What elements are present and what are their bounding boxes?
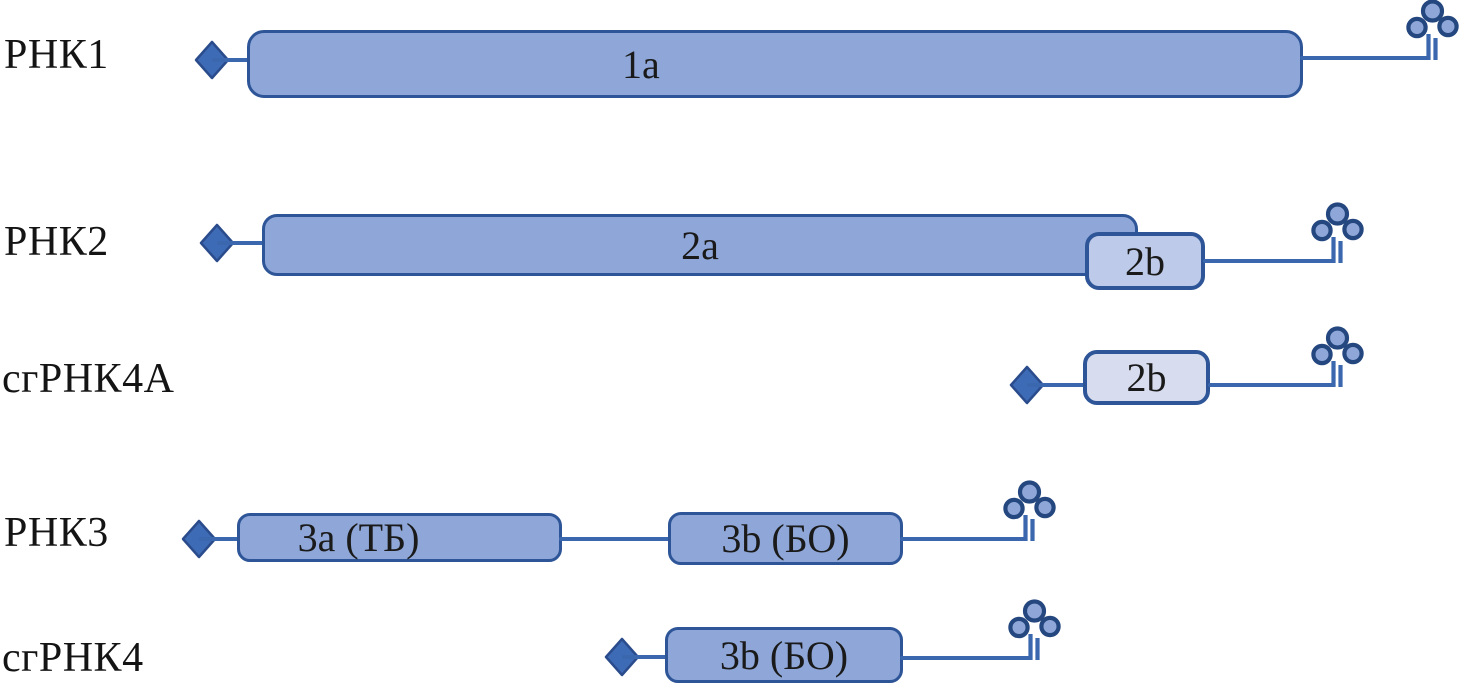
row-label-sgrnk4a: сгРНК4A — [2, 356, 175, 402]
rna-line — [1300, 56, 1429, 60]
rna-line — [900, 537, 1026, 541]
trna-clover-icon — [1406, 0, 1459, 60]
rna-line — [1027, 383, 1085, 387]
orf-box-label: 3b (БО) — [721, 516, 850, 561]
rna-line — [559, 537, 671, 541]
rna-line — [217, 241, 265, 245]
row-label-rnk2: РНК2 — [4, 219, 109, 265]
orf-box-2b-subgenomic: 2b — [1083, 350, 1210, 405]
rna-line — [1203, 259, 1334, 263]
rna-line — [199, 537, 241, 541]
rna-line — [622, 655, 668, 659]
orf-box-label: 2b — [1126, 355, 1167, 400]
orf-box-label: 3b (БО) — [719, 632, 849, 678]
orf-box-label: 2b — [1125, 238, 1165, 284]
trna-clover-icon — [1311, 326, 1364, 387]
orf-box-1a: 1a — [247, 30, 1303, 98]
rna-line — [212, 58, 252, 62]
orf-box-2b: 2b — [1085, 232, 1205, 290]
rna-line — [900, 656, 1031, 660]
row-label-sgrnk4: сгРНК4 — [2, 635, 144, 681]
orf-box-label: 1a — [622, 41, 660, 87]
orf-box-3b: 3b (БО) — [668, 512, 903, 565]
orf-box-3a: 3a (ТБ) — [237, 513, 562, 562]
trna-clover-icon — [1003, 480, 1056, 541]
row-label-rnk3: РНК3 — [4, 510, 109, 556]
orf-box-label: 2a — [681, 222, 719, 268]
orf-box-3b-subgenomic: 3b (БО) — [665, 627, 903, 683]
row-label-rnk1: РНК1 — [4, 32, 109, 78]
orf-box-label: 3a (ТБ) — [297, 515, 420, 560]
trna-clover-icon — [1008, 599, 1061, 660]
orf-box-2a: 2a — [262, 214, 1138, 276]
rna-line — [1208, 383, 1334, 387]
trna-clover-icon — [1311, 202, 1364, 263]
